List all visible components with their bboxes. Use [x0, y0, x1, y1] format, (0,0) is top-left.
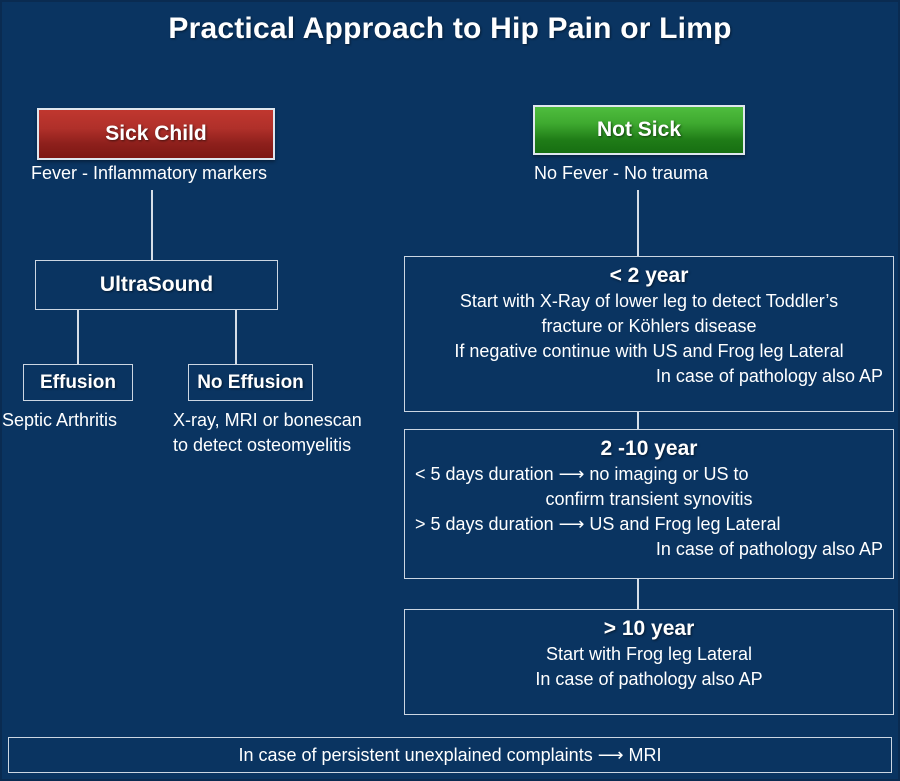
connector-sick-to-ultrasound	[151, 190, 153, 260]
no-effusion-detail-text: X-ray, MRI or bonescan to detect osteomy…	[173, 410, 362, 455]
sick-child-button[interactable]: Sick Child	[37, 108, 275, 160]
age-group-line: < 5 days duration ⟶ no imaging or US to	[415, 464, 749, 484]
connector-notsick-to-under2	[637, 190, 639, 256]
age-group-header: > 10 year	[603, 617, 695, 640]
age-group-line: In case of pathology also AP	[535, 669, 763, 689]
age-group-line: Start with Frog leg Lateral	[545, 644, 753, 664]
effusion-detail-text: Septic Arthritis	[2, 410, 118, 430]
connector-2to10-to-over10	[637, 579, 639, 609]
age-group-line: fracture or Köhlers disease	[541, 316, 757, 336]
age-group-box-2-to-10[interactable]: 2 -10 year < 5 days duration ⟶ no imagin…	[404, 429, 894, 579]
page-title: Practical Approach to Hip Pain or Limp	[168, 12, 732, 45]
connector-under2-to-2to10	[637, 412, 639, 429]
age-group-line: Start with X-Ray of lower leg to detect …	[459, 291, 839, 311]
age-group-line: In case of pathology also AP	[655, 366, 883, 386]
effusion-box[interactable]: Effusion	[23, 364, 133, 401]
age-group-box-under-2[interactable]: < 2 year Start with X-Ray of lower leg t…	[404, 256, 894, 412]
footer-note: In case of persistent unexplained compla…	[8, 737, 892, 773]
connector-ultrasound-to-no-effusion	[235, 310, 237, 364]
age-group-header: 2 -10 year	[600, 437, 698, 460]
age-group-line: If negative continue with US and Frog le…	[454, 341, 844, 361]
age-group-box-over-10[interactable]: > 10 year Start with Frog leg Lateral In…	[404, 609, 894, 715]
sick-child-caption: Fever - Inflammatory markers	[31, 163, 268, 183]
age-group-header: < 2 year	[609, 264, 689, 287]
ultrasound-box[interactable]: UltraSound	[35, 260, 278, 310]
not-sick-caption: No Fever - No trauma	[534, 163, 709, 183]
age-group-line: > 5 days duration ⟶ US and Frog leg Late…	[415, 514, 781, 534]
not-sick-button[interactable]: Not Sick	[533, 105, 745, 155]
age-group-line: confirm transient synovitis	[545, 489, 753, 509]
connector-ultrasound-to-effusion	[77, 310, 79, 364]
no-effusion-box[interactable]: No Effusion	[188, 364, 313, 401]
age-group-line: In case of pathology also AP	[655, 539, 883, 559]
